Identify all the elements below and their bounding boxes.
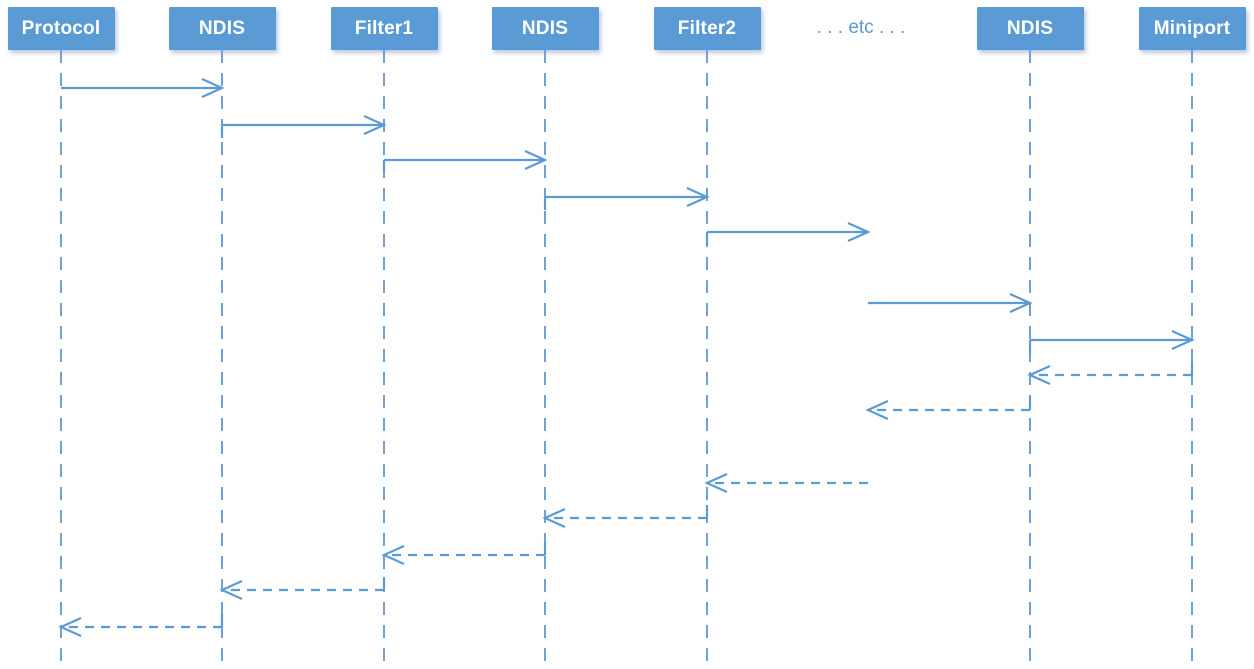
arrowhead-icon (58, 616, 82, 638)
arrowhead-icon (1027, 364, 1051, 386)
arrowhead-icon (1009, 292, 1033, 314)
message-arrow-solid-6 (868, 292, 1033, 314)
arrowhead-icon (381, 544, 405, 566)
arrowhead-icon (219, 579, 243, 601)
message-arrow-dashed-12 (381, 542, 547, 566)
message-arrow-solid-5 (705, 221, 871, 245)
arrowhead-icon (363, 114, 387, 136)
message-arrow-dashed-10 (704, 472, 868, 494)
arrowhead-icon (1171, 329, 1195, 351)
message-arrow-solid-7 (1028, 329, 1195, 353)
arrowhead-icon (542, 507, 566, 529)
message-arrow-dashed-8 (1027, 362, 1194, 386)
message-arrow-solid-3 (382, 149, 548, 173)
etc-ellipsis-label: . . . etc . . . (816, 17, 906, 38)
arrowhead-icon (704, 472, 728, 494)
message-arrow-dashed-9 (865, 397, 1032, 421)
arrowhead-icon (847, 221, 871, 243)
arrowhead-icon (686, 186, 710, 208)
message-arrow-dashed-14 (58, 614, 224, 638)
message-arrow-solid-4 (543, 186, 710, 210)
message-arrow-dashed-13 (219, 577, 386, 601)
arrowhead-icon (865, 399, 889, 421)
message-arrow-dashed-11 (542, 505, 709, 529)
arrowhead-icon (201, 77, 225, 99)
arrowhead-icon (524, 149, 548, 171)
message-arrow-solid-1 (61, 77, 225, 99)
message-arrow-solid-2 (220, 114, 387, 138)
